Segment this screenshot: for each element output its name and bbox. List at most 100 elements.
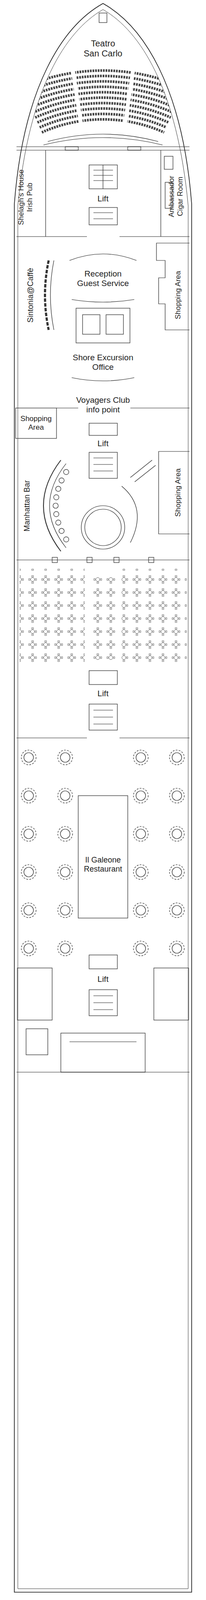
reception-area — [50, 260, 54, 331]
forward-rooms — [102, 165, 103, 190]
restaurant — [60, 944, 70, 955]
theatre-stage — [16, 134, 190, 151]
restaurant — [21, 750, 185, 957]
theatre-seating — [37, 108, 169, 123]
restaurant — [93, 996, 113, 997]
bar-area — [53, 511, 60, 518]
room-label: Shopping Area — [173, 465, 183, 522]
restaurant — [17, 969, 53, 1022]
restaurant — [172, 868, 182, 878]
restaurant — [60, 830, 70, 840]
room-label: Manhattan Bar — [22, 475, 32, 539]
forward-rooms — [93, 180, 113, 181]
bar-area — [53, 495, 60, 501]
room-label: Lift — [89, 194, 117, 204]
restaurant — [153, 969, 189, 1022]
room-label: Lift — [89, 975, 117, 986]
bar-area — [16, 423, 190, 564]
bar-area — [121, 486, 138, 544]
reception-area — [15, 243, 190, 439]
reception-area — [45, 260, 50, 331]
restaurant — [16, 750, 190, 1074]
theatre-stage — [16, 146, 190, 147]
restaurant — [172, 906, 182, 917]
forward-rooms — [119, 236, 190, 237]
lounge-tables — [16, 569, 190, 739]
restaurant — [21, 827, 37, 843]
bar-area — [43, 460, 61, 552]
restaurant — [133, 827, 149, 843]
room-label: Il Galeone Restaurant — [80, 856, 126, 875]
theatre-seating — [124, 67, 134, 126]
restaurant — [57, 789, 73, 805]
reception-area — [71, 299, 135, 303]
lounge-tables — [93, 724, 113, 725]
theatre-stage — [16, 149, 190, 151]
restaurant — [93, 1003, 113, 1004]
room-label: Shopping Area — [173, 267, 183, 324]
forward-rooms — [164, 156, 173, 170]
bar-area — [59, 478, 65, 484]
reception-area — [71, 378, 135, 382]
restaurant — [133, 942, 149, 957]
restaurant — [21, 942, 37, 957]
room-label: Shore Excursion Office — [70, 353, 136, 373]
lounge-tables — [121, 569, 187, 668]
room-label: Teatro San Carlo — [82, 38, 124, 59]
forward-rooms — [16, 236, 87, 237]
bar-area — [52, 558, 58, 564]
restaurant — [57, 827, 73, 843]
restaurant — [133, 903, 149, 919]
lounge-tables — [19, 569, 85, 668]
restaurant — [23, 944, 34, 955]
room-label: Reception Guest Service — [76, 269, 131, 289]
theatre-seating — [21, 70, 184, 89]
theatre-stage — [65, 146, 79, 151]
room-label: Lift — [89, 689, 117, 700]
reception-area — [76, 308, 130, 344]
lounge-tables — [89, 704, 118, 731]
hull — [99, 13, 107, 23]
restaurant — [136, 944, 146, 955]
bar-area — [49, 464, 67, 549]
restaurant — [23, 753, 34, 764]
restaurant — [57, 903, 73, 919]
restaurant — [169, 789, 185, 805]
restaurant — [60, 753, 70, 764]
restaurant — [172, 753, 182, 764]
bar-area — [81, 506, 125, 550]
bar-area — [134, 465, 156, 483]
lounge-tables — [89, 671, 118, 686]
restaurant — [60, 868, 70, 878]
bar-area — [53, 469, 69, 543]
restaurant — [169, 827, 185, 843]
room-label: Ambassador Cigar Room — [167, 172, 185, 221]
forward-rooms — [93, 175, 113, 176]
reception-area — [15, 408, 57, 439]
lounge-tables — [119, 738, 190, 739]
reception-area — [106, 315, 124, 335]
forward-rooms — [93, 169, 113, 171]
forward-rooms — [89, 165, 118, 190]
restaurant — [93, 1010, 113, 1011]
bar-area — [59, 528, 65, 535]
reception-area — [82, 315, 100, 335]
restaurant — [136, 906, 146, 917]
lounge-tables — [93, 710, 113, 712]
hull — [14, 3, 192, 1595]
bar-area — [55, 486, 61, 492]
lounge-tables — [16, 738, 87, 739]
restaurant — [57, 942, 73, 957]
restaurant — [60, 906, 70, 917]
bar-area — [93, 471, 113, 472]
restaurant — [89, 956, 118, 971]
restaurant — [136, 868, 146, 878]
restaurant — [23, 791, 34, 802]
reception-area — [156, 243, 190, 331]
theatre-seating — [72, 67, 82, 126]
restaurant — [136, 830, 146, 840]
restaurant — [23, 868, 34, 878]
restaurant — [23, 906, 34, 917]
room-label: Shelagh's House Irish Pub — [16, 167, 34, 229]
forward-rooms — [93, 212, 113, 213]
